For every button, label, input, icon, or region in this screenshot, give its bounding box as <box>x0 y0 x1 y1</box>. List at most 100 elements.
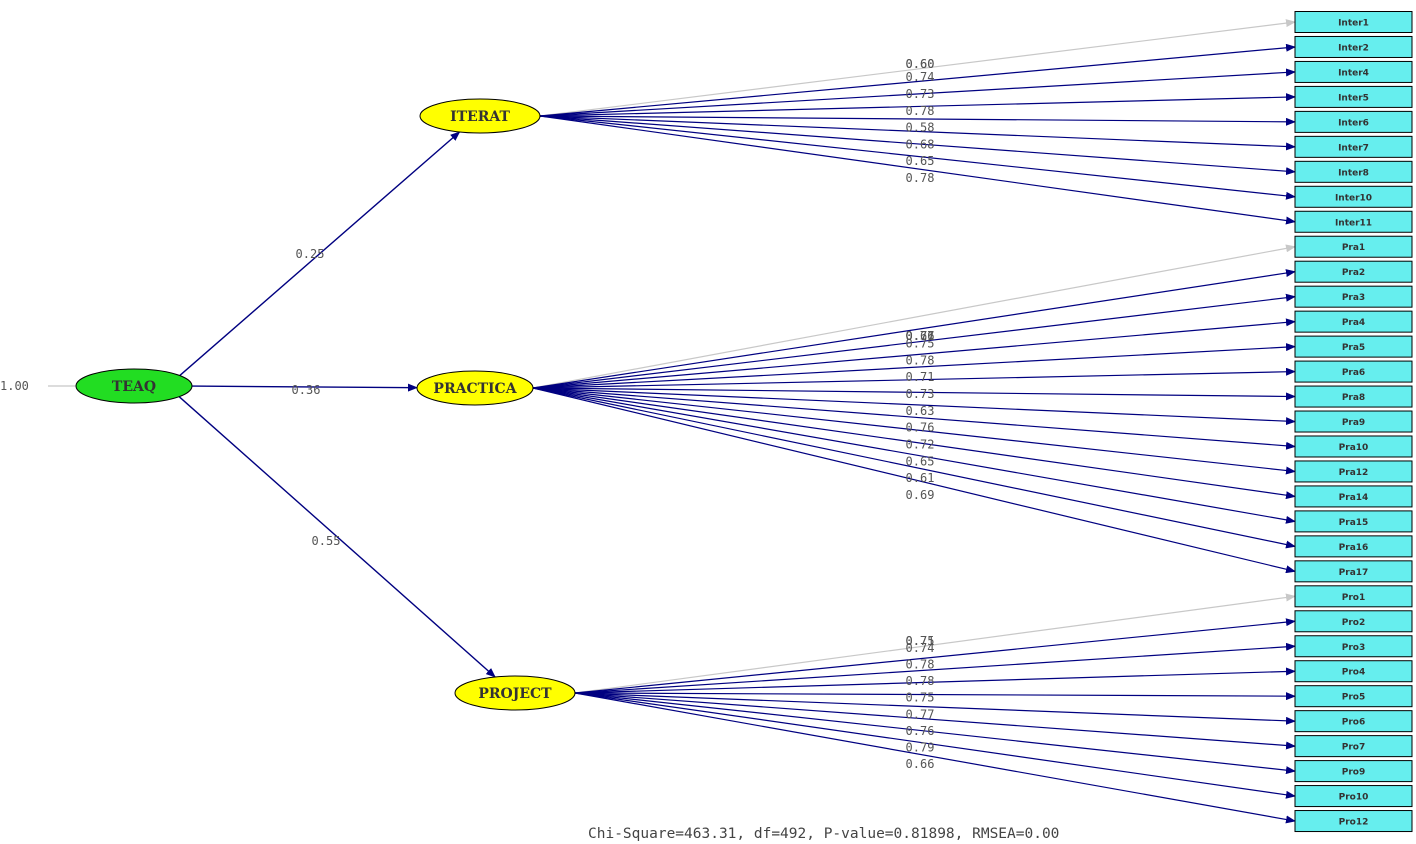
loading-coef-pra9: 0.73 <box>906 387 935 401</box>
indicator-box-pro4[interactable] <box>1294 660 1413 683</box>
structural-path-iterat <box>179 131 461 377</box>
loading-path-pra12 <box>532 387 1296 475</box>
indicator-label-pra3: Pra3 <box>1342 293 1365 303</box>
indicator-box-inter1[interactable] <box>1294 11 1413 33</box>
indicator-box-pra16[interactable] <box>1294 535 1413 558</box>
indicator-box-inter6[interactable] <box>1294 110 1413 133</box>
indicator-box-pro5[interactable] <box>1294 685 1413 708</box>
indicator-box-pro7[interactable] <box>1294 735 1413 758</box>
indicator-box-pro10[interactable] <box>1294 785 1413 808</box>
indicator-box-pra6[interactable] <box>1294 360 1413 383</box>
loading-path-inter6 <box>539 115 1296 126</box>
indicator-label-inter6: Inter6 <box>1338 118 1369 128</box>
indicator-box-inter10[interactable] <box>1294 185 1413 208</box>
loading-path-pro3 <box>574 642 1296 694</box>
iterat-label: ITERAT <box>450 109 510 125</box>
loading-coef-pro7: 0.77 <box>906 707 935 721</box>
indicator-label-pra16: Pra16 <box>1339 543 1369 553</box>
indicator-box-pra14[interactable] <box>1294 485 1413 508</box>
indicator-box-pra4[interactable] <box>1294 310 1413 333</box>
indicator-box-pra12[interactable] <box>1294 460 1413 483</box>
loading-path-inter7 <box>539 115 1296 151</box>
indicator-box-inter4[interactable] <box>1294 60 1413 83</box>
indicator-box-pra3[interactable] <box>1294 285 1413 308</box>
loading-coef-pro3: 0.74 <box>906 641 935 655</box>
loading-path-inter2 <box>539 43 1296 117</box>
loading-path-pra15 <box>532 387 1296 524</box>
loading-coef-pro9: 0.76 <box>906 724 935 738</box>
loading-coef-inter7: 0.58 <box>906 121 935 135</box>
indicator-box-pro12[interactable] <box>1294 810 1413 833</box>
fit-statistics: Chi-Square=463.31, df=492, P-value=0.818… <box>588 826 1059 842</box>
indicator-label-pro5: Pro5 <box>1342 693 1365 703</box>
indicator-label-pro1: Pro1 <box>1342 593 1365 603</box>
indicator-box-pra5[interactable] <box>1294 335 1413 358</box>
loading-coef-pra12: 0.76 <box>906 421 935 435</box>
project-label: PROJECT <box>478 686 552 702</box>
loading-path-pro10 <box>574 692 1296 799</box>
loading-path-pra4 <box>532 318 1296 389</box>
indicator-box-inter7[interactable] <box>1294 135 1413 158</box>
indicator-label-inter5: Inter5 <box>1338 93 1369 103</box>
indicator-box-pra8[interactable] <box>1294 385 1413 408</box>
loading-path-pra16 <box>532 387 1296 549</box>
indicator-label-pro4: Pro4 <box>1342 668 1365 678</box>
indicator-box-inter11[interactable] <box>1294 210 1413 233</box>
loading-coef-pro12: 0.66 <box>906 757 935 771</box>
indicator-box-inter2[interactable] <box>1294 35 1413 58</box>
indicator-box-inter8[interactable] <box>1294 160 1413 183</box>
indicator-label-pro6: Pro6 <box>1342 718 1365 728</box>
loading-path-pra3 <box>532 293 1296 389</box>
indicator-box-pro6[interactable] <box>1294 710 1413 733</box>
indicator-label-inter7: Inter7 <box>1338 143 1369 153</box>
indicator-box-pra2[interactable] <box>1294 260 1413 283</box>
loading-coef-pra8: 0.71 <box>906 370 935 384</box>
loading-path-pra10 <box>532 387 1296 450</box>
structural-coef-practica: 0.36 <box>292 383 321 397</box>
indicator-label-pro10: Pro10 <box>1339 793 1369 803</box>
loading-path-inter11 <box>539 115 1296 225</box>
indicator-box-pro3[interactable] <box>1294 635 1413 658</box>
loading-coef-pro4: 0.78 <box>906 658 935 672</box>
indicator-box-pra15[interactable] <box>1294 510 1413 533</box>
indicator-box-pra10[interactable] <box>1294 435 1413 458</box>
structural-path-practica <box>191 383 419 392</box>
loading-path-pra14 <box>532 387 1296 500</box>
indicator-label-pro3: Pro3 <box>1342 643 1365 653</box>
indicator-label-inter10: Inter10 <box>1335 193 1372 203</box>
indicator-label-pra8: Pra8 <box>1342 393 1365 403</box>
indicator-label-inter4: Inter4 <box>1338 68 1369 78</box>
loading-coef-inter1: 0.60 <box>906 57 935 71</box>
loading-coef-inter6: 0.78 <box>906 104 935 118</box>
loading-coef-inter4: 0.74 <box>906 70 935 84</box>
loading-path-inter5 <box>539 93 1296 117</box>
loading-coef-pra4: 0.67 <box>906 329 935 343</box>
loading-path-inter1 <box>539 19 1296 117</box>
teaq-node[interactable] <box>75 368 193 404</box>
loading-coef-pra14: 0.72 <box>906 437 935 451</box>
indicator-box-pra1[interactable] <box>1294 235 1413 258</box>
indicator-label-pra1: Pra1 <box>1342 243 1365 253</box>
indicator-box-pro2[interactable] <box>1294 610 1413 633</box>
project-node[interactable] <box>454 675 576 711</box>
loading-path-pro6 <box>574 692 1296 725</box>
loading-coef-pra16: 0.61 <box>906 471 935 485</box>
indicator-box-pra17[interactable] <box>1294 560 1413 583</box>
indicator-box-pro1[interactable] <box>1294 585 1413 608</box>
loading-coef-pra5: 0.75 <box>906 336 935 350</box>
indicator-label-pro7: Pro7 <box>1342 743 1365 753</box>
indicator-label-inter8: Inter8 <box>1338 168 1369 178</box>
indicator-label-pra9: Pra9 <box>1342 418 1365 428</box>
indicator-box-inter5[interactable] <box>1294 85 1413 108</box>
iterat-node[interactable] <box>419 98 541 134</box>
indicator-box-pro9[interactable] <box>1294 760 1413 783</box>
loading-coef-inter10: 0.65 <box>906 154 935 168</box>
indicator-label-pro9: Pro9 <box>1342 768 1365 778</box>
loading-coef-inter11: 0.78 <box>906 171 935 185</box>
practica-node[interactable] <box>416 370 534 406</box>
indicator-box-pra9[interactable] <box>1294 410 1413 433</box>
loading-path-pra9 <box>532 387 1296 426</box>
indicator-label-inter2: Inter2 <box>1338 43 1369 53</box>
structural-coef-iterat: 0.25 <box>296 247 325 261</box>
structural-path-project <box>178 396 496 678</box>
